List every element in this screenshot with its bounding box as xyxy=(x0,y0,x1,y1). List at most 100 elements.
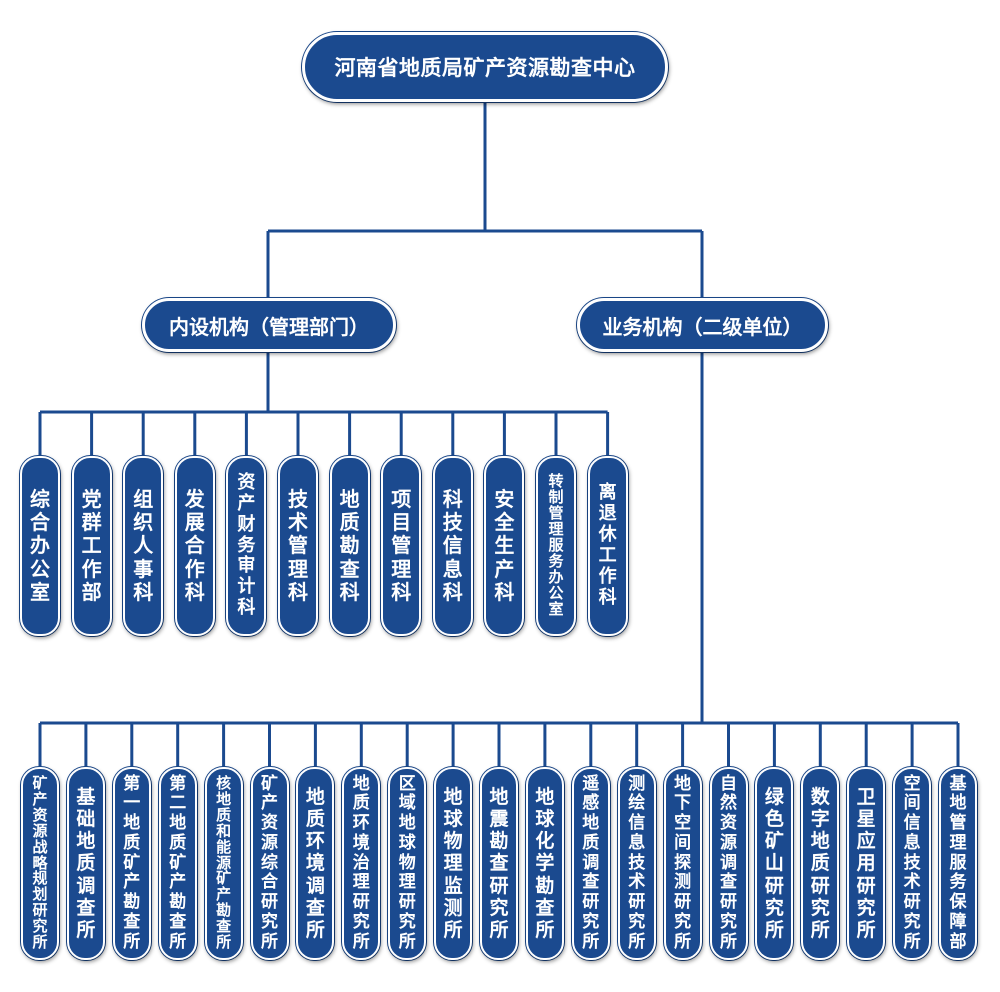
unit-char: 所 xyxy=(123,931,141,952)
unit-char: 球 xyxy=(535,808,555,831)
unit-char: 织 xyxy=(133,510,154,535)
unit-char: 查 xyxy=(169,911,187,932)
unit-char: 所 xyxy=(443,918,463,941)
unit-char: 绘 xyxy=(628,793,646,814)
unit-char: 部 xyxy=(81,579,102,604)
unit-char: 理 xyxy=(398,872,416,893)
unit-char: 质 xyxy=(339,510,360,535)
unit-char: 究 xyxy=(582,911,600,932)
unit-char: 室 xyxy=(548,599,564,618)
unit-char: 所 xyxy=(856,918,876,941)
unit-char: 星 xyxy=(856,808,876,831)
unit-char: 一 xyxy=(123,793,141,814)
unit-char: 空 xyxy=(674,813,692,834)
root-label: 河南省地质局矿产资源勘查中心 xyxy=(334,56,636,80)
unit-char: 研 xyxy=(903,892,921,913)
unit-char: 综 xyxy=(261,852,278,873)
unit-char: 地 xyxy=(535,786,555,809)
unit-node: 第一地质矿产勘查所 xyxy=(112,767,151,960)
unit-char: 产 xyxy=(237,492,256,514)
unit-char: 所 xyxy=(764,918,784,941)
unit-char: 究 xyxy=(764,896,784,919)
branch-label: 内设机构（管理部门） xyxy=(169,314,369,339)
unit-char: 资 xyxy=(32,805,48,824)
unit-char: 生 xyxy=(494,533,515,558)
unit-char: 地 xyxy=(76,830,96,853)
unit-char: 略 xyxy=(32,853,48,872)
unit-char: 研 xyxy=(582,892,600,913)
unit-char: 区 xyxy=(398,773,416,794)
unit-char: 室 xyxy=(30,579,50,604)
unit-char: 务 xyxy=(548,551,564,570)
unit-char: 用 xyxy=(856,852,876,875)
unit-char: 公 xyxy=(548,583,564,602)
unit-char: 所 xyxy=(720,931,737,952)
unit-char: 息 xyxy=(442,556,463,581)
unit-char: 勘 xyxy=(123,892,141,913)
unit-char: 质 xyxy=(169,832,187,853)
unit-char: 质 xyxy=(582,832,600,853)
unit-node: 离退休工作科 xyxy=(587,456,628,636)
unit-char: 所 xyxy=(216,933,232,951)
unit-char: 二 xyxy=(169,793,187,814)
unit-char: 产 xyxy=(494,556,515,581)
unit-char: 目 xyxy=(391,510,412,535)
unit-char: 制 xyxy=(548,488,564,507)
unit-char: 术 xyxy=(903,872,921,893)
unit-node: 绿色矿山研究所 xyxy=(755,767,794,960)
unit-char: 调 xyxy=(76,874,96,897)
unit-char: 转 xyxy=(548,472,564,491)
unit-node: 党群工作部 xyxy=(71,456,112,636)
unit-char: 事 xyxy=(133,556,154,581)
unit-char: 地 xyxy=(489,786,509,809)
unit-char: 调 xyxy=(582,852,600,873)
unit-char: 自 xyxy=(720,773,737,794)
unit-char: 究 xyxy=(32,917,48,936)
unit-char: 管 xyxy=(391,533,412,558)
unit-char: 公 xyxy=(30,556,50,581)
unit-char: 理 xyxy=(352,872,370,893)
unit-char: 合 xyxy=(261,872,278,893)
unit-char: 遥 xyxy=(582,773,600,794)
unit-char: 源 xyxy=(261,832,278,853)
unit-char: 查 xyxy=(720,872,737,893)
unit-char: 综 xyxy=(30,487,50,512)
unit-char: 产 xyxy=(123,872,141,893)
unit-char: 绿 xyxy=(764,786,784,809)
unit-char: 究 xyxy=(398,911,416,932)
unit-char: 理 xyxy=(443,852,463,875)
unit-char: 战 xyxy=(32,837,48,856)
unit-char: 所 xyxy=(582,931,600,952)
unit-char: 勘 xyxy=(339,533,360,558)
unit-char: 质 xyxy=(305,808,325,831)
unit-char: 群 xyxy=(81,510,102,535)
unit-char: 查 xyxy=(305,896,325,919)
unit-char: 所 xyxy=(398,931,416,952)
unit-char: 研 xyxy=(32,901,48,920)
unit-node: 技术管理科 xyxy=(278,456,318,636)
unit-node: 地球化学勘查所 xyxy=(525,767,564,960)
unit-char: 合 xyxy=(30,510,50,535)
unit-char: 科 xyxy=(133,579,154,604)
unit-char: 感 xyxy=(582,793,600,814)
unit-char: 科 xyxy=(494,579,515,604)
unit-char: 境 xyxy=(305,852,325,875)
unit-node: 矿产资源战略规划研究所 xyxy=(21,767,59,960)
unit-node: 遥感地质调查研究所 xyxy=(571,767,610,960)
unit-char: 所 xyxy=(169,931,187,952)
unit-char: 服 xyxy=(548,536,564,555)
unit-char: 基 xyxy=(949,773,967,794)
unit-char: 勘 xyxy=(535,874,555,897)
unit-char: 理 xyxy=(288,556,308,581)
unit-char: 域 xyxy=(398,793,416,814)
unit-char: 质 xyxy=(76,852,96,875)
unit-char: 地 xyxy=(582,813,600,834)
unit-char: 测 xyxy=(674,872,692,893)
branch-label: 业务机构（二级单位） xyxy=(602,314,803,339)
unit-char: 科 xyxy=(598,586,617,608)
unit-char: 震 xyxy=(489,808,509,831)
unit-char: 所 xyxy=(628,931,646,952)
unit-char: 学 xyxy=(535,852,555,875)
unit-node: 基地管理服务保障部 xyxy=(939,767,977,960)
unit-char: 字 xyxy=(810,808,830,831)
